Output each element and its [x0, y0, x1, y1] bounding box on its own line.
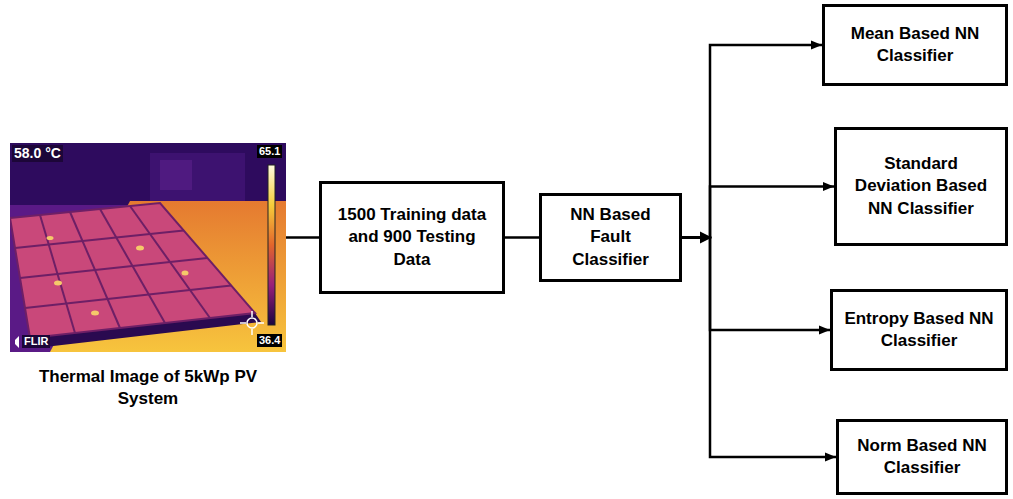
box-label: 1500 Training data and 900 Testing Data [330, 204, 494, 270]
image-reading: FLIR [22, 335, 50, 348]
crosshair [240, 311, 264, 335]
building [150, 153, 245, 203]
connector [682, 187, 834, 238]
connector [682, 45, 822, 238]
image-caption: Thermal Image of 5kWp PV System [38, 366, 258, 410]
flir-logo-icon [15, 336, 19, 348]
building [160, 160, 192, 190]
image-reading: 58.0 °C [12, 145, 63, 162]
image-ground [10, 143, 286, 352]
temperature-scale [268, 165, 275, 325]
process-box: Mean Based NN Classifier [822, 4, 1008, 86]
box-label: NN Based Fault Classifier [550, 204, 671, 270]
image-reading: 65.1 [257, 145, 282, 158]
connector [682, 238, 830, 331]
box-label: Norm Based NN Classifier [847, 435, 997, 479]
image-reading: 36.4 [257, 334, 282, 347]
box-label: Entropy Based NN Classifier [841, 308, 997, 352]
connector [505, 236, 539, 239]
box-label: Standard Deviation Based NN Classifier [845, 153, 997, 219]
hot-spots [47, 236, 189, 316]
pv-array [10, 203, 255, 338]
connector [682, 238, 836, 458]
process-box: NN Based Fault Classifier [539, 193, 682, 281]
panel-grid [15, 206, 231, 333]
process-box: Norm Based NN Classifier [836, 419, 1008, 495]
box-label: Mean Based NN Classifier [833, 23, 997, 67]
process-box: 1500 Training data and 900 Testing Data [319, 181, 505, 294]
thermal-image: Thermal Image of 5kWp PV System58.0 °C65… [10, 143, 286, 352]
process-box: Standard Deviation Based NN Classifier [834, 127, 1008, 246]
process-box: Entropy Based NN Classifier [830, 289, 1008, 371]
connector [286, 236, 319, 239]
image-sky [10, 143, 286, 205]
thermal-image-picture [10, 143, 286, 352]
